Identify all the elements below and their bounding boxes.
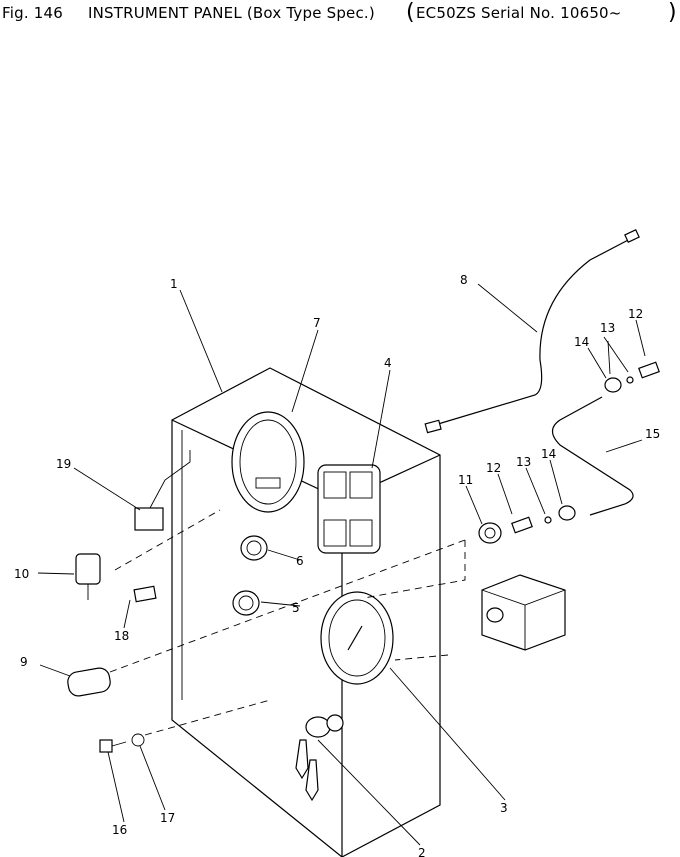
callout-14-upper: 14 <box>574 335 589 349</box>
callout-14-lower: 14 <box>541 447 556 461</box>
cable-end-bottom <box>424 419 442 434</box>
upper-gauge <box>231 411 305 513</box>
guide-line-9 <box>109 539 466 673</box>
callout-2: 2 <box>418 846 426 857</box>
callout-8: 8 <box>460 273 468 287</box>
fittings-lower <box>478 505 576 544</box>
callout-12-upper: 12 <box>628 307 643 321</box>
serial-range: EC50ZS Serial No. 10650~ <box>416 4 622 22</box>
key-switch <box>295 714 344 802</box>
left-parts <box>67 450 191 753</box>
callout-15: 15 <box>645 427 660 441</box>
guide-line-11 <box>363 540 466 599</box>
callout-19: 19 <box>56 457 71 471</box>
callout-18: 18 <box>114 629 129 643</box>
hour-meter-unit <box>481 574 566 651</box>
panel-box <box>171 367 441 857</box>
callout-6: 6 <box>296 554 304 568</box>
callout-4: 4 <box>384 356 392 370</box>
lower-gauge <box>320 591 394 685</box>
close-bracket: ) <box>668 0 677 25</box>
warning-lamp-block <box>317 464 381 554</box>
callout-12-lower: 12 <box>486 461 501 475</box>
leader-lines <box>37 283 646 846</box>
guide-line-16 <box>144 699 271 736</box>
callout-17: 17 <box>160 811 175 825</box>
callout-11: 11 <box>458 473 473 487</box>
callout-13-lower: 13 <box>516 455 531 469</box>
meter-cable <box>427 237 633 428</box>
guide-line-10 <box>114 509 221 571</box>
callout-10: 10 <box>14 567 29 581</box>
figure-title: INSTRUMENT PANEL (Box Type Spec.) <box>88 4 375 22</box>
guide-line-meter <box>394 654 449 661</box>
callout-9: 9 <box>20 655 28 669</box>
callout-13-upper: 13 <box>600 321 615 335</box>
callout-3: 3 <box>500 801 508 815</box>
callout-16: 16 <box>112 823 127 837</box>
figure-number: Fig. 146 <box>2 4 63 22</box>
callout-5: 5 <box>292 601 300 615</box>
fittings-upper <box>604 361 660 393</box>
callout-7: 7 <box>313 316 321 330</box>
switch-knobs <box>232 535 268 616</box>
hose <box>551 396 634 516</box>
open-bracket: ( <box>406 0 415 25</box>
callout-labels: 1 2 3 4 5 6 7 8 9 10 11 12 12 13 13 14 1… <box>14 273 660 857</box>
cable-end-top <box>624 229 640 243</box>
callout-1: 1 <box>170 277 178 291</box>
